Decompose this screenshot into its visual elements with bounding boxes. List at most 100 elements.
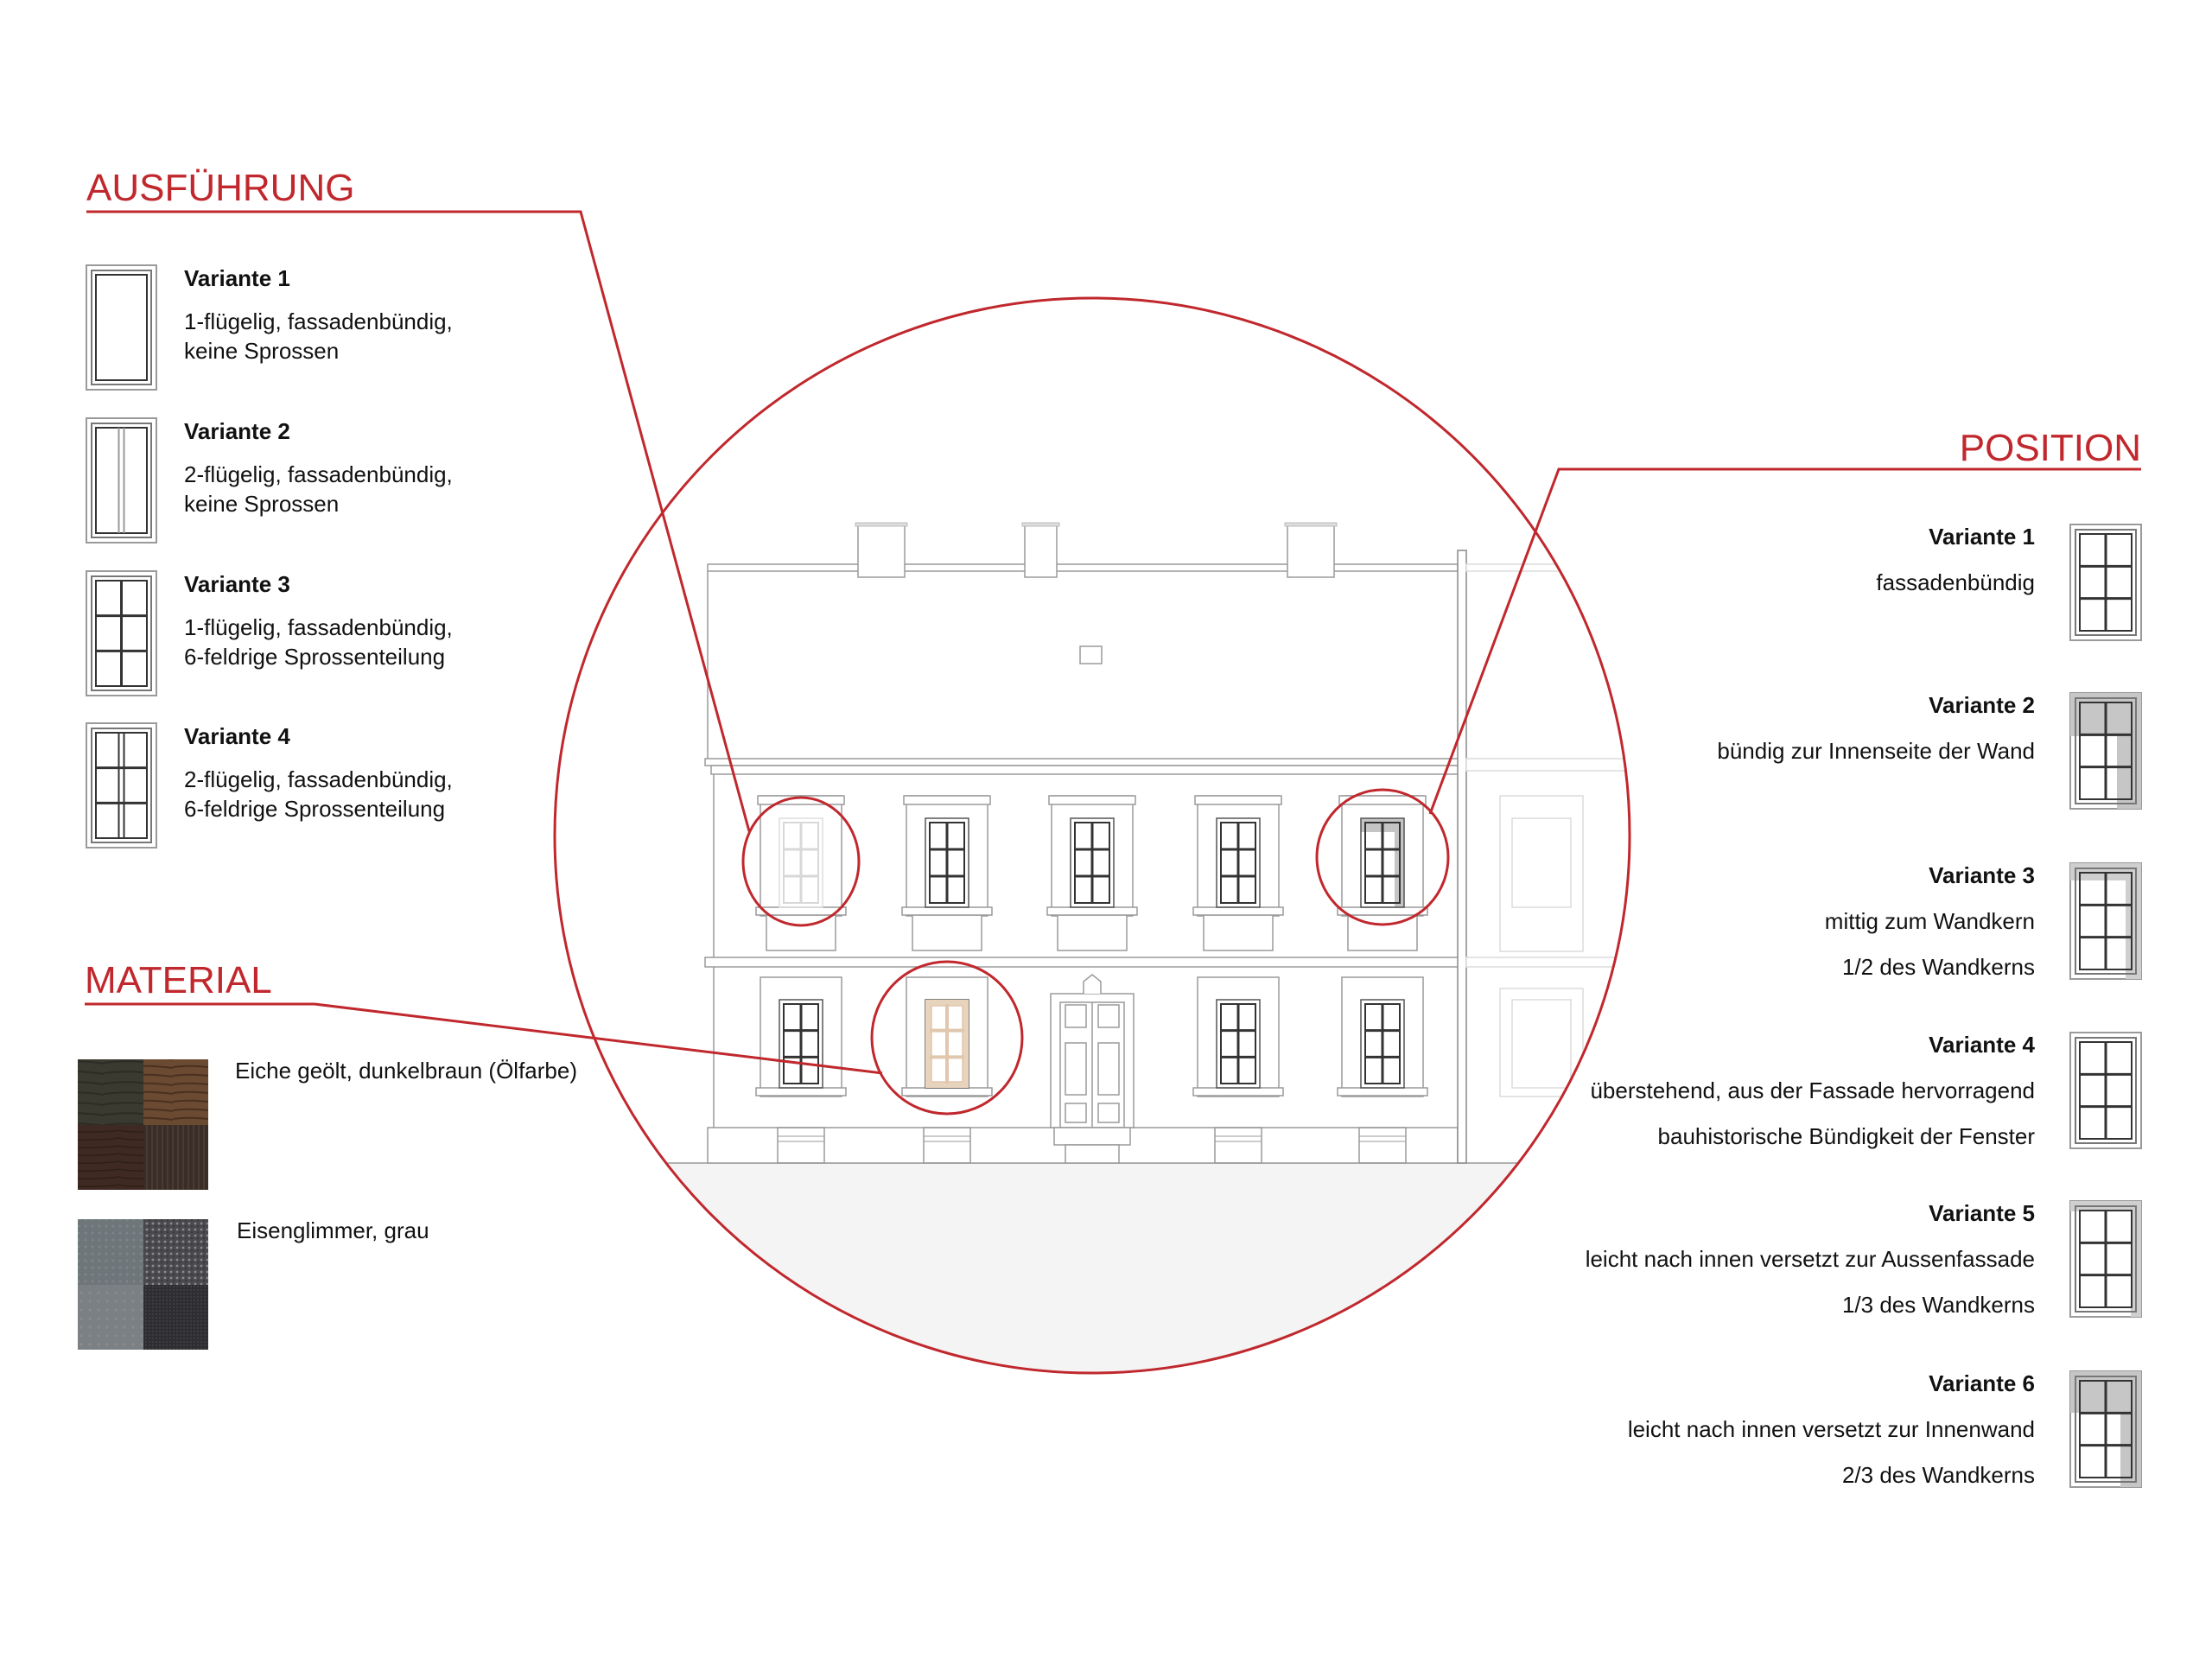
- material-heading: MATERIAL: [85, 959, 272, 1001]
- window-frame: [779, 817, 823, 908]
- callout-circle-ausfuehrung: [741, 796, 861, 927]
- variant-title: Variante 2: [1929, 692, 2035, 718]
- neighbour-window: [1499, 795, 1584, 952]
- variant-description: 6-feldrige Sprossenteilung: [184, 796, 445, 822]
- material-legend: Eiche geölt, dunkelbraun (Ölfarbe) Eisen…: [78, 1058, 577, 1350]
- door-panel: [1065, 1042, 1087, 1096]
- window-six-pane-double-icon: [86, 722, 157, 849]
- variant-description: leicht nach innen versetzt zur Aussenfas…: [1586, 1246, 2035, 1272]
- variant-title: Variante 3: [1929, 862, 2035, 888]
- callout-circle-material: [870, 960, 1024, 1116]
- variant-title: Variante 4: [184, 723, 290, 749]
- icon-frame: [86, 722, 157, 849]
- downpipe: [1457, 550, 1467, 1164]
- window-frame: [1216, 817, 1261, 908]
- chimney: [1287, 524, 1335, 578]
- ground: [555, 1163, 1630, 1373]
- facade-window: [1046, 795, 1138, 951]
- icon-frame: [86, 417, 157, 543]
- ausfuehrung-heading: AUSFÜHRUNG: [86, 167, 354, 209]
- material-label-iron-mica: Eisenglimmer, grau: [237, 1217, 429, 1243]
- chimney-cap: [855, 522, 908, 527]
- window-position-icon: [2069, 1200, 2142, 1318]
- variant-title: Variante 2: [184, 418, 290, 444]
- neighbour-window-opening: [1511, 999, 1572, 1089]
- icon-sash: [2075, 868, 2137, 975]
- icon-glass: [95, 732, 148, 839]
- facade-window: [755, 795, 847, 951]
- neighbour-window-opening: [1511, 817, 1572, 908]
- door-panel: [1097, 1004, 1120, 1028]
- icon-sash: [2075, 1037, 2137, 1144]
- icon-sash: [2075, 1205, 2137, 1313]
- facade-window: [1192, 795, 1284, 951]
- variant-title: Variante 4: [1929, 1032, 2035, 1058]
- window-frame: [925, 817, 969, 908]
- icon-sash: [2075, 1376, 2137, 1483]
- focus-circle: [553, 296, 1631, 1375]
- callout-circle-position: [1315, 788, 1450, 926]
- window-six-pane-icon: [86, 570, 157, 696]
- leader-line-material: [85, 1002, 883, 1075]
- position-heading: POSITION: [1960, 427, 2141, 469]
- window-frame: [1360, 817, 1405, 908]
- window-apron: [912, 914, 982, 951]
- window-head: [1194, 795, 1282, 805]
- window-sill: [1337, 906, 1428, 916]
- door-panel: [1097, 1103, 1120, 1123]
- window-double-icon: [86, 417, 157, 543]
- string-course: [704, 957, 1461, 968]
- window-head: [903, 795, 991, 805]
- icon-glass: [95, 427, 148, 534]
- oak-swatch: [78, 1059, 208, 1190]
- variant-description: 2/3 des Wandkerns: [1842, 1462, 2035, 1488]
- chimney: [1024, 524, 1058, 578]
- basement-vent: [1358, 1127, 1407, 1164]
- variant-title: Variante 6: [1929, 1370, 2035, 1396]
- window-sill: [1192, 1087, 1284, 1096]
- variant-title: Variante 5: [1929, 1200, 2035, 1226]
- position-variant-5: Variante 5 leicht nach innen versetzt zur…: [1586, 1200, 2142, 1318]
- neighbour-cornice: [1465, 758, 1630, 772]
- window-position-icon: [2069, 524, 2142, 641]
- reveal-shading: [2070, 693, 2141, 809]
- entrance-door: [1050, 974, 1135, 1164]
- window-frame: [1070, 817, 1115, 908]
- ausfuehrung-variant-4: Variante 42-flügelig, fassadenbündig,6-f…: [86, 722, 453, 849]
- variant-description: 1/2 des Wandkerns: [1842, 954, 2035, 980]
- facade-window: [1337, 976, 1428, 1097]
- icon-sash: [91, 575, 152, 691]
- window-position-icon: [2069, 1032, 2142, 1149]
- icon-glass: [95, 274, 148, 381]
- window-apron: [1057, 914, 1128, 951]
- iron-mica-swatch: [78, 1219, 208, 1350]
- basement-vent-lintel: [777, 1135, 825, 1142]
- window-sill: [901, 906, 993, 916]
- neighbour-eave: [1465, 563, 1630, 572]
- roof-hatch: [1079, 645, 1103, 664]
- basement-vent: [923, 1127, 971, 1164]
- variant-description: 6-feldrige Sprossenteilung: [184, 644, 445, 670]
- chimney-cap: [1021, 522, 1060, 527]
- variant-title: Variante 3: [184, 571, 290, 597]
- door-pediment: [1083, 974, 1102, 994]
- door-panel: [1065, 1004, 1087, 1028]
- neighbour-string-course: [1465, 957, 1630, 968]
- window-frame: [1360, 999, 1405, 1089]
- material-label-oak: Eiche geölt, dunkelbraun (Ölfarbe): [235, 1058, 577, 1084]
- facade-window: [1337, 795, 1428, 951]
- variant-description: bündig zur Innenseite der Wand: [1717, 738, 2035, 764]
- ausfuehrung-legend: Variante 11-flügelig, fassadenbündig,kei…: [86, 264, 453, 849]
- variant-description: keine Sprossen: [184, 491, 339, 517]
- variant-description: mittig zum Wandkern: [1825, 908, 2035, 934]
- frieze: [710, 765, 1460, 775]
- reveal-shading: [2070, 863, 2141, 979]
- window-frame: [1216, 999, 1261, 1089]
- icon-sash: [91, 423, 152, 538]
- basement-vent: [777, 1127, 825, 1164]
- window-single-icon: [86, 264, 157, 391]
